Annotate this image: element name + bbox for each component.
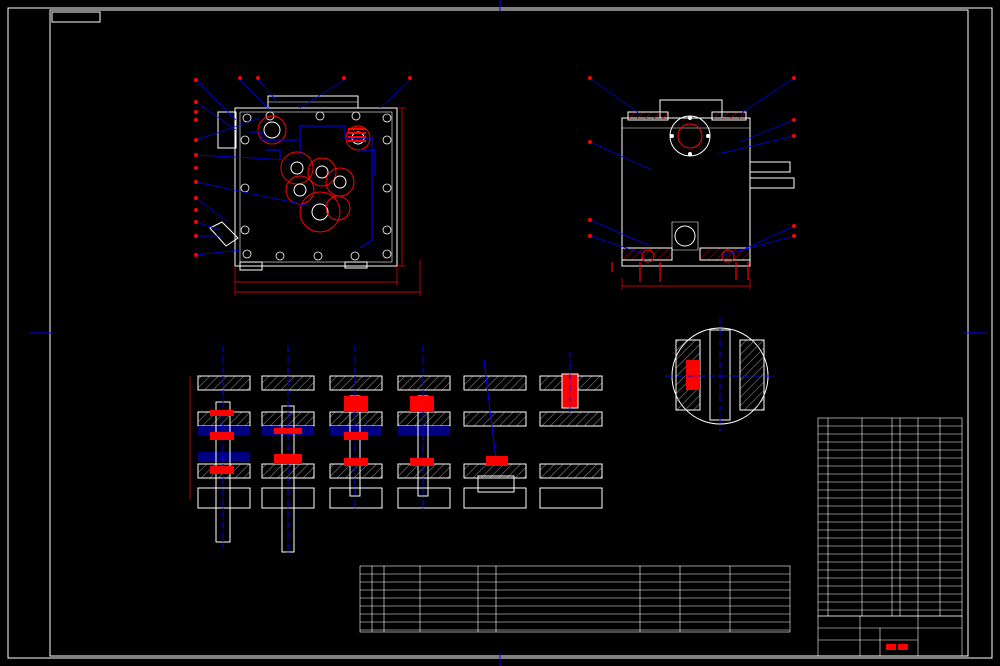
part-leaders-right [589,77,795,257]
section-view-2 [261,346,315,556]
dimensions-side [621,278,751,290]
parts-list [817,417,963,617]
section-view-3 [329,346,383,512]
bolt-holes [240,111,392,261]
title-block [817,615,963,657]
part-leaders-left [195,79,411,256]
front-view [194,76,421,296]
internal-passages [250,125,376,249]
detail-view [666,318,774,432]
dimensions-front [234,107,421,296]
part-balloons-right [588,76,796,238]
drawing-frame [7,0,993,666]
side-flange [669,115,711,157]
section-view-6 [539,352,603,509]
side-view [588,76,796,290]
section-view-1 [189,346,251,548]
spec-label-block [348,128,366,142]
section-view-4 [397,346,451,512]
section-view-5 [463,359,527,509]
title-tag-box [51,11,101,23]
dimension-table [359,565,791,633]
part-balloons-left [194,76,412,257]
section-views [189,346,603,556]
